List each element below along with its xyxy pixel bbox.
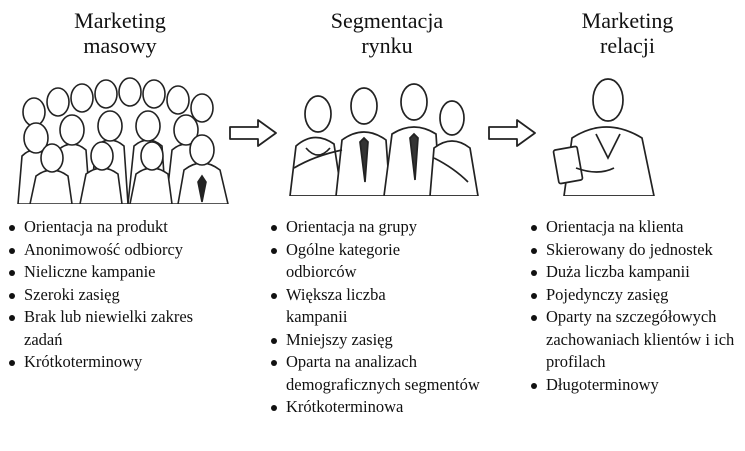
- list-item: Brak lub niewielki zakres zadań: [6, 306, 194, 351]
- crowd-illustration: [17, 77, 229, 204]
- individual-illustration: [552, 78, 655, 196]
- list-item: Orientacja na produkt: [6, 216, 246, 239]
- list-item: Orientacja na klienta: [528, 216, 745, 239]
- list-item: Pojedynczy zasięg: [528, 284, 745, 307]
- list-item: Anonimowość odbiorcy: [6, 239, 246, 262]
- list-item: Większa liczba kampanii: [268, 284, 446, 329]
- list-item: Mniejszy zasięg: [268, 329, 508, 352]
- list-item: Długoterminowy: [528, 374, 745, 397]
- title-line-2: relacji: [600, 33, 655, 58]
- list-item: Duża liczba kampanii: [528, 261, 745, 284]
- right-arrow-icon: [488, 119, 536, 147]
- list-item: Oparta na analizach demograficznych segm…: [268, 351, 486, 396]
- column-title: Marketing masowy: [0, 8, 240, 58]
- list-item: Skierowany do jednostek: [528, 239, 745, 262]
- column-title: Marketing relacji: [520, 8, 735, 58]
- bullet-list: Orientacja na produkt Anonimowość odbior…: [6, 216, 246, 374]
- title-line-2: rynku: [361, 33, 413, 58]
- bullet-list: Orientacja na klienta Skierowany do jedn…: [528, 216, 745, 396]
- column-title: Segmentacja rynku: [262, 8, 512, 58]
- list-item: Krótkoterminowy: [6, 351, 246, 374]
- list-item: Nieliczne kampanie: [6, 261, 246, 284]
- title-line-1: Marketing: [581, 8, 674, 33]
- title-line-2: masowy: [83, 33, 157, 58]
- title-line-1: Segmentacja: [330, 8, 444, 33]
- group-illustration: [289, 83, 479, 196]
- column-relationship-marketing: Marketing relacji Orientacja na klienta …: [520, 0, 745, 451]
- column-mass-marketing: Marketing masowy: [0, 0, 250, 451]
- list-item: Orientacja na grupy: [268, 216, 508, 239]
- list-item: Ogólne kategorie odbiorców: [268, 239, 456, 284]
- bullet-list: Orientacja na grupy Ogólne kategorie odb…: [268, 216, 508, 419]
- right-arrow-icon: [229, 119, 277, 147]
- list-item: Krótkoterminowa: [268, 396, 508, 419]
- list-item: Szeroki zasięg: [6, 284, 246, 307]
- list-item: Oparty na szczegółowych zachowaniach kli…: [528, 306, 745, 374]
- column-market-segmentation: Segmentacja rynku Orientacja na grupy Og: [262, 0, 512, 451]
- title-line-1: Marketing: [74, 8, 166, 33]
